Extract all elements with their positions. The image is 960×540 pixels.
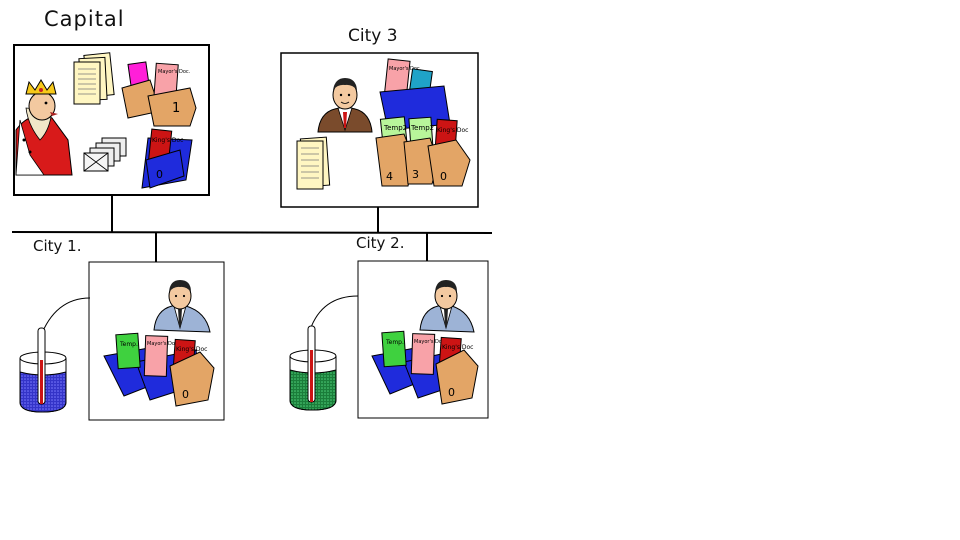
city3-mayors-doc-text: Mayor's Doc. <box>389 66 422 72</box>
capital-number-one: 1 <box>172 101 180 116</box>
city2-number-zero: 0 <box>448 386 455 399</box>
network-bus <box>11 195 493 262</box>
folder-1-icon: Mayor's Doc. 1 <box>121 61 197 127</box>
city3-number-three: 3 <box>412 168 419 181</box>
city3-node: Mayor's Doc. Temp2 4 Temp2 3 King's Doc … <box>280 52 479 208</box>
kings-doc-folder-icon: King's Doc 0 <box>427 118 471 187</box>
kings-doc-folder-icon: King's Doc 0 <box>169 338 215 407</box>
envelope-stack-icon <box>83 137 127 172</box>
capital-kings-doc-text: King's Doc <box>152 137 184 144</box>
city3-number-zero: 0 <box>440 170 447 183</box>
person-icon <box>153 280 211 333</box>
city1-node: Temp. Mayor's Doc. King's Doc 0 <box>19 261 225 421</box>
king-icon <box>15 79 73 176</box>
person-icon <box>419 280 475 333</box>
beaker-icon <box>289 295 359 411</box>
city2-node: Temp. Mayor's Doc. King's Doc 0 <box>289 260 489 419</box>
capital-node: Mayor's Doc. 1 King's Doc 0 <box>13 44 210 196</box>
capital-mayors-doc-text: Mayor's Doc. <box>158 69 191 75</box>
mayors-doc-folder-icon: Mayor's Doc. <box>410 333 447 375</box>
city2-kings-doc-text: King's Doc <box>442 344 474 351</box>
city2-folders: Temp. Mayor's Doc. King's Doc 0 <box>371 330 479 405</box>
city2-temp-text: Temp. <box>385 339 404 346</box>
person-icon <box>317 78 373 133</box>
kings-doc-folder-icon: King's Doc 0 <box>435 336 479 405</box>
bus-line <box>11 231 493 234</box>
capital-label: Capital <box>44 7 125 31</box>
city3-label: City 3 <box>348 26 398 46</box>
city3-temp-text: Temp2 <box>410 124 434 132</box>
mayors-doc-folder-icon: Mayor's Doc. <box>143 335 180 377</box>
beaker-icon <box>19 297 91 413</box>
city1-label: City 1. <box>33 237 82 255</box>
city2-label: City 2. <box>356 234 405 252</box>
city1-folders: Temp. Mayor's Doc. King's Doc 0 <box>103 332 215 407</box>
city1-kings-doc-text: King's Doc <box>176 346 208 353</box>
document-stack-icon <box>73 52 115 105</box>
city3-temp2-text: Temp2 <box>383 124 407 132</box>
city2-mayors-doc-text: Mayor's Doc. <box>414 339 447 345</box>
folder-kings-doc-icon: King's Doc 0 <box>141 128 193 189</box>
temp-folder-icon: Temp. <box>115 332 141 370</box>
capital-number-zero: 0 <box>156 168 163 181</box>
city3-number-four: 4 <box>386 170 393 183</box>
temp-folder-icon: Temp. <box>381 330 407 368</box>
city1-number-zero: 0 <box>182 388 189 401</box>
city1-temp-text: Temp. <box>119 341 138 348</box>
city3-kings-doc-text: King's Doc <box>437 127 469 134</box>
city3-folders-back: Mayor's Doc. <box>379 58 451 131</box>
city1-mayors-doc-text: Mayor's Doc. <box>147 341 180 347</box>
document-stack-icon <box>296 136 331 190</box>
